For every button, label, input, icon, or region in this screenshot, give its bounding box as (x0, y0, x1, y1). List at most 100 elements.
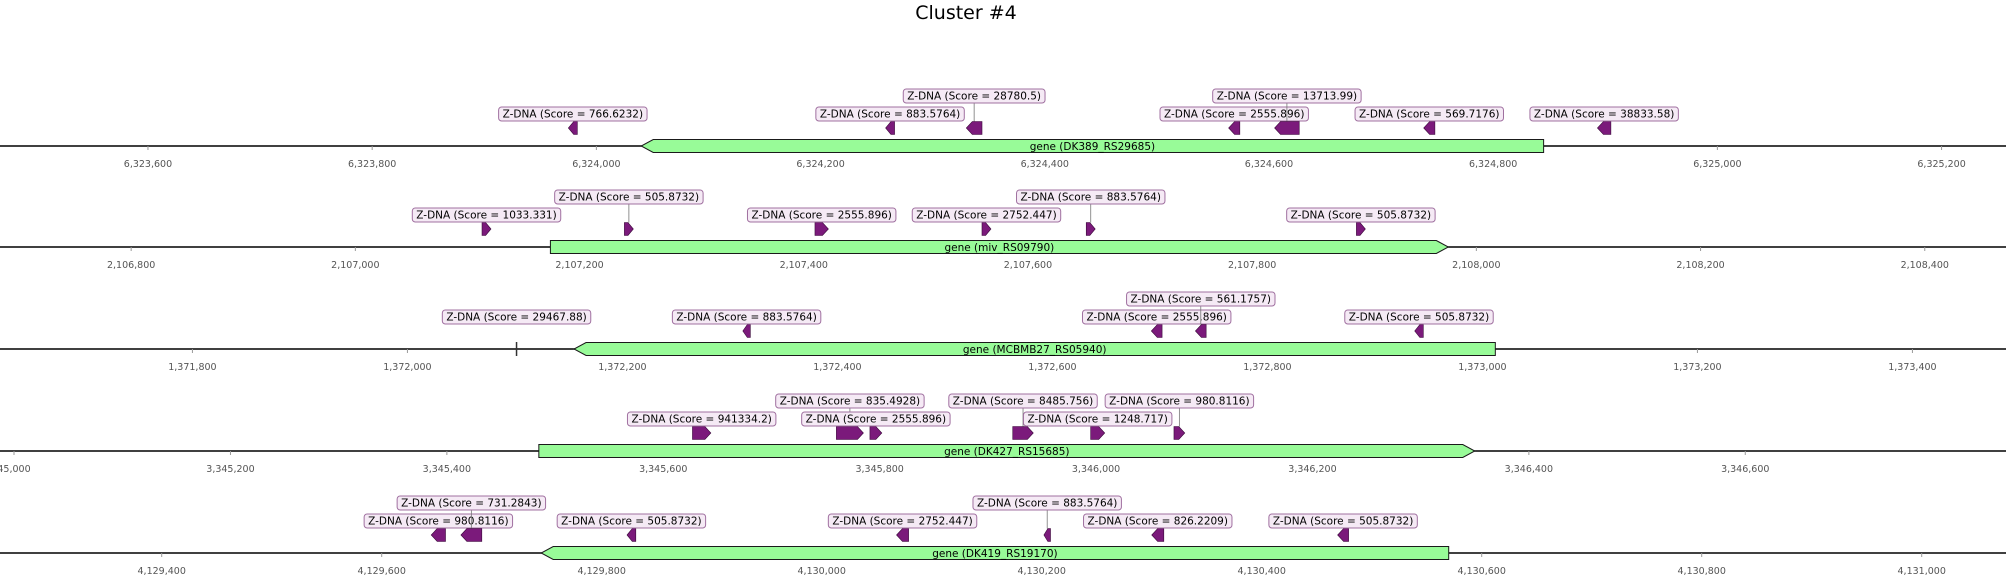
annotation-box (363, 513, 514, 529)
zdna-feature[interactable] (567, 121, 578, 135)
zdna-feature[interactable] (869, 426, 883, 440)
annotation-label: Z-DNA (Score = 29467.88) (446, 312, 586, 324)
annotation-label: Z-DNA (Score = 505.8732) (1273, 516, 1413, 528)
zdna-feature[interactable] (1356, 222, 1366, 236)
zdna-feature[interactable] (1337, 528, 1349, 542)
tick-label: 3,346,600 (1721, 464, 1769, 475)
tick-label: 4,130,000 (798, 566, 846, 577)
tick-label: 2,107,000 (331, 260, 379, 271)
tick-label: 6,324,800 (1469, 159, 1517, 170)
tick-label: 2,107,400 (780, 260, 828, 271)
annotation-label: Z-DNA (Score = 826.2209) (1088, 516, 1228, 528)
annotation-label: Z-DNA (Score = 941334.2) (631, 414, 771, 426)
annotation-box (1286, 207, 1436, 223)
annotation-box (1529, 106, 1679, 122)
annotation-box (827, 513, 978, 529)
annotation-label: Z-DNA (Score = 561.1757) (1131, 294, 1271, 306)
annotation-box (746, 207, 897, 223)
tick-label: 4,130,200 (1018, 566, 1066, 577)
zdna-feature[interactable] (460, 528, 483, 542)
gene-label: gene (DK427_RS15685) (944, 446, 1069, 458)
zdna-feature[interactable] (896, 528, 909, 542)
annotation-label: Z-DNA (Score = 1033.331) (416, 210, 556, 222)
gene-arrow[interactable] (549, 240, 1450, 254)
annotation-label: Z-DNA (Score = 2555.896) (751, 210, 891, 222)
zdna-feature[interactable] (885, 121, 895, 135)
zdna-feature[interactable] (1194, 324, 1207, 338)
annotation-label: Z-DNA (Score = 13713.99) (1217, 91, 1357, 103)
zdna-feature[interactable] (692, 426, 712, 440)
zdna-feature[interactable] (1414, 324, 1424, 338)
zdna-feature[interactable] (1012, 426, 1034, 440)
zdna-feature[interactable] (1151, 528, 1165, 542)
annotation-box (1083, 513, 1233, 529)
annotation-label: Z-DNA (Score = 883.5764) (977, 498, 1117, 510)
zdna-feature[interactable] (1423, 121, 1436, 135)
track-5: 4,129,400 4,129,600 4,129,800 4,130,000 4,13… (0, 495, 2006, 577)
annotation-label: Z-DNA (Score = 883.5764) (676, 312, 816, 324)
tick-label: 4,130,400 (1238, 566, 1286, 577)
zdna-feature[interactable] (1090, 426, 1106, 440)
tick-label: 2,108,400 (1901, 260, 1949, 271)
annotation-box (1159, 106, 1309, 122)
annotation-label: Z-DNA (Score = 2752.447) (916, 210, 1056, 222)
zdna-feature[interactable] (1043, 528, 1051, 542)
zdna-feature[interactable] (981, 222, 992, 236)
annotation-label: Z-DNA (Score = 505.8732) (559, 192, 699, 204)
annotation-label: Z-DNA (Score = 505.8732) (1291, 210, 1431, 222)
annotation-box (411, 207, 562, 223)
annotation-box (1081, 309, 1232, 325)
annotation-label: Z-DNA (Score = 980.8116) (368, 516, 508, 528)
annotation-box (1022, 411, 1173, 427)
tick-label: 1,372,000 (383, 362, 431, 373)
zdna-feature[interactable] (814, 222, 829, 236)
annotation-label: Z-DNA (Score = 8485.756) (953, 396, 1093, 408)
tick-label: 4,129,800 (578, 566, 626, 577)
annotation-box (1354, 106, 1504, 122)
annotation-box (902, 88, 1046, 104)
annotation-label: Z-DNA (Score = 569.7176) (1359, 109, 1499, 121)
gene-arrow[interactable] (540, 546, 1450, 560)
zdna-feature[interactable] (1228, 121, 1241, 135)
annotation-label: Z-DNA (Score = 38833.58) (1534, 109, 1674, 121)
zdna-feature[interactable] (624, 222, 634, 236)
annotation-box (1212, 88, 1362, 104)
tick-label: 4,129,600 (358, 566, 406, 577)
tick-label: 3,346,200 (1288, 464, 1336, 475)
zdna-feature[interactable] (1085, 222, 1096, 236)
tick-label: 1,373,200 (1673, 362, 1721, 373)
tick-label: 6,325,200 (1917, 159, 1965, 170)
annotation-label: Z-DNA (Score = 505.8732) (1349, 312, 1489, 324)
annotation-label: Z-DNA (Score = 766.6232) (503, 109, 643, 121)
gene-label: gene (miv_RS09790) (944, 242, 1054, 254)
gene-arrow[interactable] (640, 139, 1545, 153)
zdna-feature[interactable] (481, 222, 492, 236)
annotation-box (556, 513, 707, 529)
tick-label: 4,131,000 (1898, 566, 1946, 577)
annotation-box (911, 207, 1062, 223)
annotation-box (1344, 309, 1494, 325)
gene-label: gene (DK389_RS29685) (1030, 141, 1155, 153)
zdna-feature[interactable] (1274, 121, 1300, 135)
tick-label: 2,107,600 (1004, 260, 1052, 271)
tick-label: 1,372,200 (598, 362, 646, 373)
gene-arrow[interactable] (538, 444, 1476, 458)
zdna-feature[interactable] (626, 528, 637, 542)
tick-label: 1,373,000 (1458, 362, 1506, 373)
zdna-feature[interactable] (965, 121, 983, 135)
zdna-feature[interactable] (1597, 121, 1612, 135)
tick-label: 1,372,800 (1243, 362, 1291, 373)
tick-label: 4,129,400 (138, 566, 186, 577)
zdna-feature[interactable] (1150, 324, 1163, 338)
zdna-feature[interactable] (430, 528, 446, 542)
annotation-box (815, 106, 965, 122)
tick-label: 6,323,600 (124, 159, 172, 170)
gene-arrow[interactable] (573, 342, 1496, 356)
zdna-feature[interactable] (742, 324, 751, 338)
annotation-label: Z-DNA (Score = 28780.5) (907, 91, 1041, 103)
annotation-box (554, 189, 704, 205)
zdna-feature[interactable] (1173, 426, 1186, 440)
tick-label: 2,106,800 (107, 260, 155, 271)
annotation-box (1016, 189, 1166, 205)
zdna-feature[interactable] (836, 426, 864, 440)
